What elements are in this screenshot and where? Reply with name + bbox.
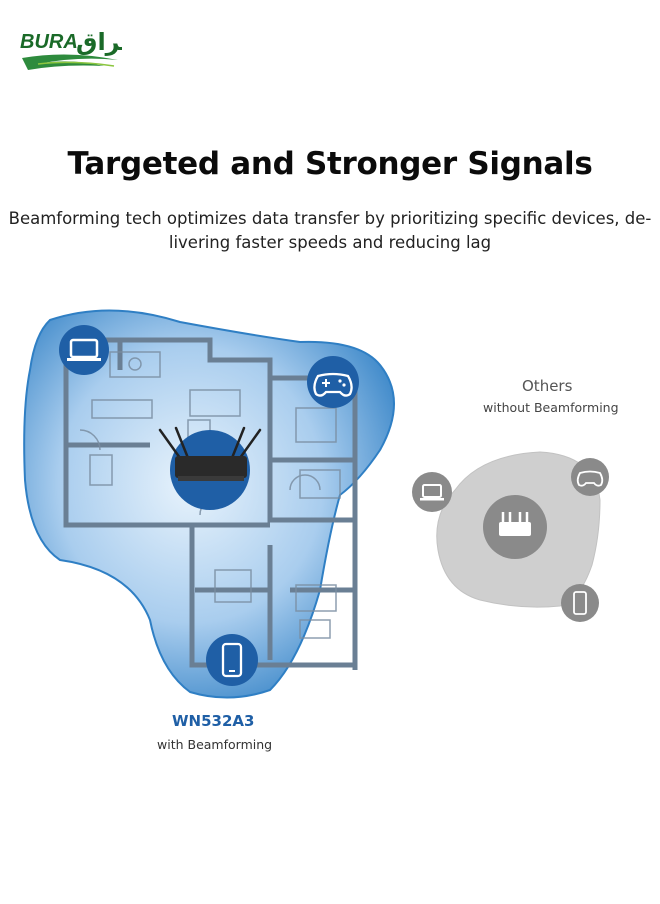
brand-logo: BURA براق [20, 28, 122, 70]
svg-text:BURA: BURA [20, 31, 78, 53]
others-gamepad-icon [571, 458, 609, 496]
svg-text:براق: براق [76, 28, 122, 56]
page-subtitle: Beamforming tech optimizes data transfer… [4, 207, 656, 255]
others-laptop-icon [412, 472, 452, 512]
page-title: Targeted and Stronger Signals [67, 146, 593, 182]
floor-plan-furniture [79, 351, 341, 639]
product-model: WN532A3 [172, 712, 255, 730]
laptop-icon [59, 325, 109, 375]
gamepad-icon [307, 356, 359, 408]
others-title: Others [522, 377, 573, 395]
others-router-icon [483, 495, 547, 559]
beamforming-illustration [23, 309, 609, 699]
subtitle-line-1: Beamforming tech optimizes data transfer… [8, 209, 652, 228]
subtitle-line-2: livering faster speeds and reducing lag [168, 233, 492, 252]
product-caption: with Beamforming [157, 737, 273, 752]
router-icon [158, 426, 262, 460]
phone-icon [206, 634, 258, 686]
others-caption: without Beamforming [483, 400, 619, 415]
others-phone-icon [561, 584, 599, 622]
